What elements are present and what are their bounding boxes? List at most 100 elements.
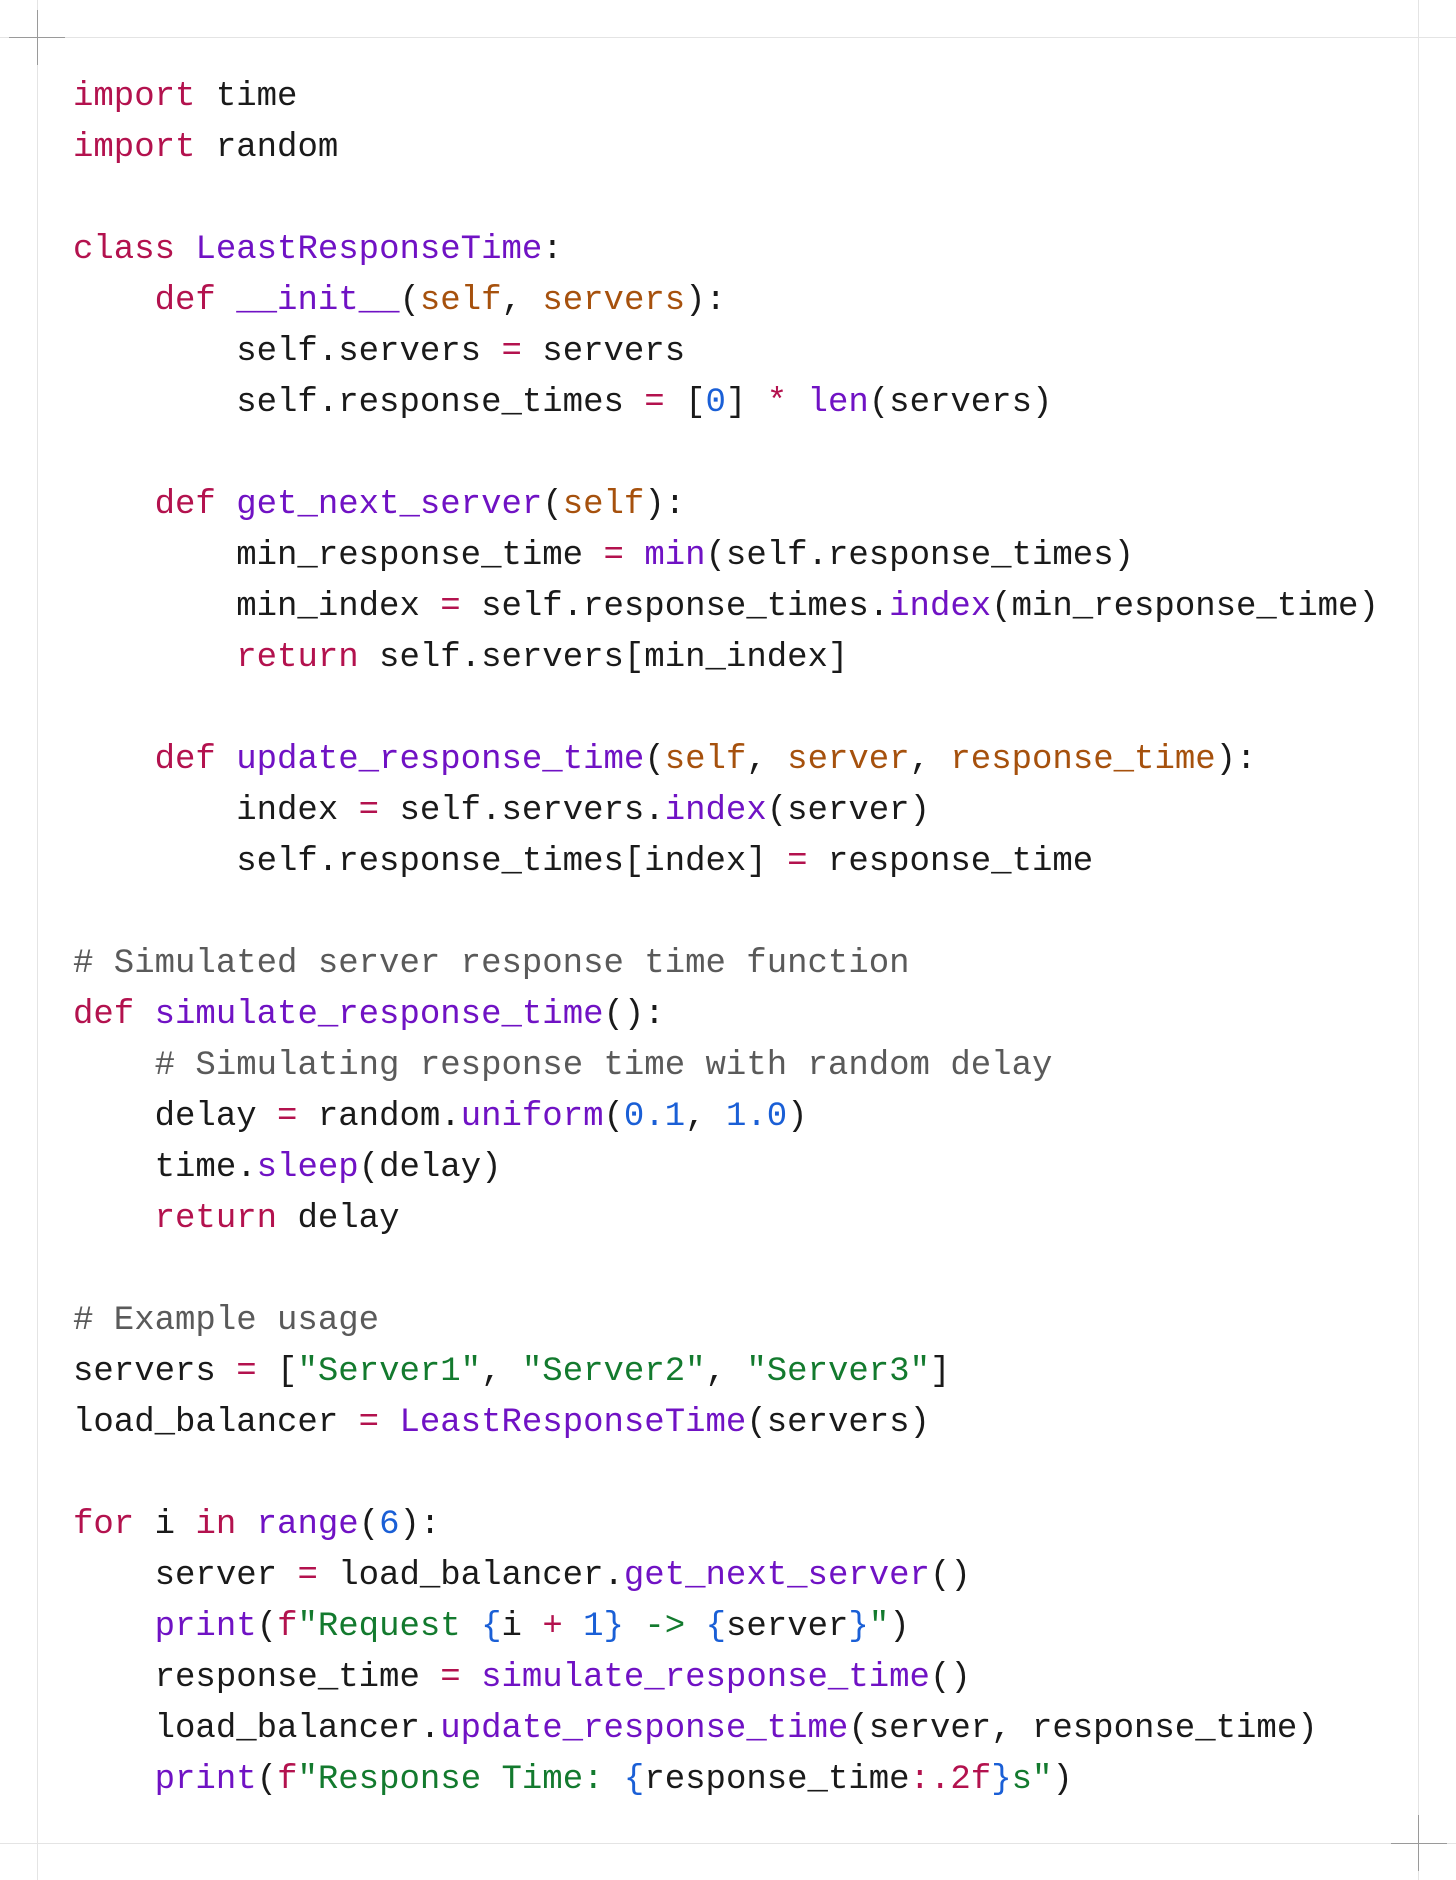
- code-token: load_balancer.: [73, 1710, 441, 1748]
- code-token: [73, 1608, 155, 1646]
- code-token: LeastResponseTime: [399, 1404, 747, 1442]
- code-token: class: [73, 231, 176, 269]
- code-token: ):: [399, 1506, 441, 1544]
- code-token: update_response_time: [440, 1710, 849, 1748]
- code-line: server = load_balancer.get_next_server(): [73, 1551, 1379, 1602]
- code-token: get_next_server: [236, 486, 543, 524]
- code-token: :.2f: [909, 1761, 992, 1799]
- code-token: update_response_time: [236, 741, 645, 779]
- code-line: def __init__(self, servers):: [73, 276, 1379, 327]
- code-token: ->: [623, 1608, 706, 1646]
- code-line: self.response_times = [0] * len(servers): [73, 378, 1379, 429]
- code-token: (: [399, 282, 420, 320]
- code-line: # Example usage: [73, 1296, 1379, 1347]
- code-token: time: [195, 78, 298, 116]
- code-token: ,: [481, 1353, 522, 1391]
- code-token: index: [664, 792, 767, 830]
- code-token: =: [277, 1098, 298, 1136]
- code-token: ,: [909, 741, 951, 779]
- code-token: __init__: [236, 282, 400, 320]
- code-line: for i in range(6):: [73, 1500, 1379, 1551]
- code-token: i: [134, 1506, 196, 1544]
- code-token: =: [440, 588, 461, 626]
- code-line: [73, 684, 1379, 735]
- code-line: [73, 174, 1379, 225]
- code-token: (: [358, 1506, 380, 1544]
- code-token: sleep: [256, 1149, 359, 1187]
- crop-mark-bottom-right-v: [1418, 1815, 1419, 1871]
- code-token: {: [705, 1608, 726, 1646]
- code-token: self: [419, 282, 502, 320]
- code-token: # Simulating response time with random d…: [154, 1047, 1053, 1085]
- code-token: response_time: [644, 1761, 910, 1799]
- code-line: def simulate_response_time():: [73, 990, 1379, 1041]
- code-token: [: [256, 1353, 298, 1391]
- code-token: =: [297, 1557, 318, 1595]
- code-token: 1}: [583, 1608, 624, 1646]
- code-line: print(f"Response Time: {response_time:.2…: [73, 1755, 1379, 1806]
- code-token: # Example usage: [73, 1302, 380, 1340]
- code-token: "Request: [297, 1608, 482, 1646]
- code-token: delay: [277, 1200, 400, 1238]
- code-token: server: [787, 741, 910, 779]
- code-token: (server): [766, 792, 930, 830]
- code-token: self.response_times[index]: [73, 843, 788, 881]
- code-token: def: [154, 741, 216, 779]
- code-token: min_index: [73, 588, 441, 626]
- code-line: load_balancer.update_response_time(serve…: [73, 1704, 1379, 1755]
- code-token: servers: [542, 282, 686, 320]
- frame-left-line: [37, 0, 38, 1880]
- code-token: [73, 1200, 155, 1238]
- code-token: =: [440, 1659, 461, 1697]
- code-line: [73, 888, 1379, 939]
- code-token: (servers): [746, 1404, 930, 1442]
- code-token: ,: [746, 741, 788, 779]
- code-token: 0: [705, 384, 726, 422]
- code-token: uniform: [460, 1098, 604, 1136]
- code-token: def: [73, 996, 135, 1034]
- code-token: index: [73, 792, 359, 830]
- code-token: (: [644, 741, 665, 779]
- code-token: len: [807, 384, 869, 422]
- code-token: load_balancer.: [317, 1557, 624, 1595]
- code-token: servers: [521, 333, 686, 371]
- code-token: ):: [644, 486, 686, 524]
- code-token: ,: [501, 282, 543, 320]
- code-token: (: [256, 1608, 278, 1646]
- code-token: [73, 639, 236, 677]
- code-token: [175, 231, 195, 269]
- code-token: f: [277, 1608, 298, 1646]
- code-token: (: [542, 486, 563, 524]
- code-token: }: [991, 1761, 1012, 1799]
- frame-right-line: [1418, 0, 1419, 1880]
- code-token: random: [195, 129, 339, 167]
- code-line: index = self.servers.index(server): [73, 786, 1379, 837]
- code-token: range: [256, 1506, 359, 1544]
- code-token: [563, 1608, 583, 1646]
- code-token: return: [154, 1200, 278, 1238]
- code-token: (): [929, 1557, 971, 1595]
- code-token: self: [562, 486, 645, 524]
- code-token: ": [868, 1608, 890, 1646]
- code-token: def: [154, 486, 216, 524]
- code-token: import: [73, 78, 196, 116]
- code-token: random.: [297, 1098, 461, 1136]
- code-line: return self.servers[min_index]: [73, 633, 1379, 684]
- code-token: =: [358, 792, 380, 830]
- code-token: }: [848, 1608, 869, 1646]
- code-token: s": [1011, 1761, 1053, 1799]
- code-token: {: [481, 1608, 502, 1646]
- code-line: delay = random.uniform(0.1, 1.0): [73, 1092, 1379, 1143]
- code-line: [73, 429, 1379, 480]
- code-token: "Response Time:: [297, 1761, 624, 1799]
- code-token: [216, 486, 236, 524]
- code-line: [73, 1449, 1379, 1500]
- code-line: self.response_times[index] = response_ti…: [73, 837, 1379, 888]
- code-token: ]: [725, 384, 767, 422]
- code-token: self.servers[min_index]: [358, 639, 849, 677]
- code-token: (: [603, 1098, 624, 1136]
- code-token: (: [256, 1761, 278, 1799]
- code-token: [: [664, 384, 706, 422]
- code-token: 1.0: [725, 1098, 788, 1136]
